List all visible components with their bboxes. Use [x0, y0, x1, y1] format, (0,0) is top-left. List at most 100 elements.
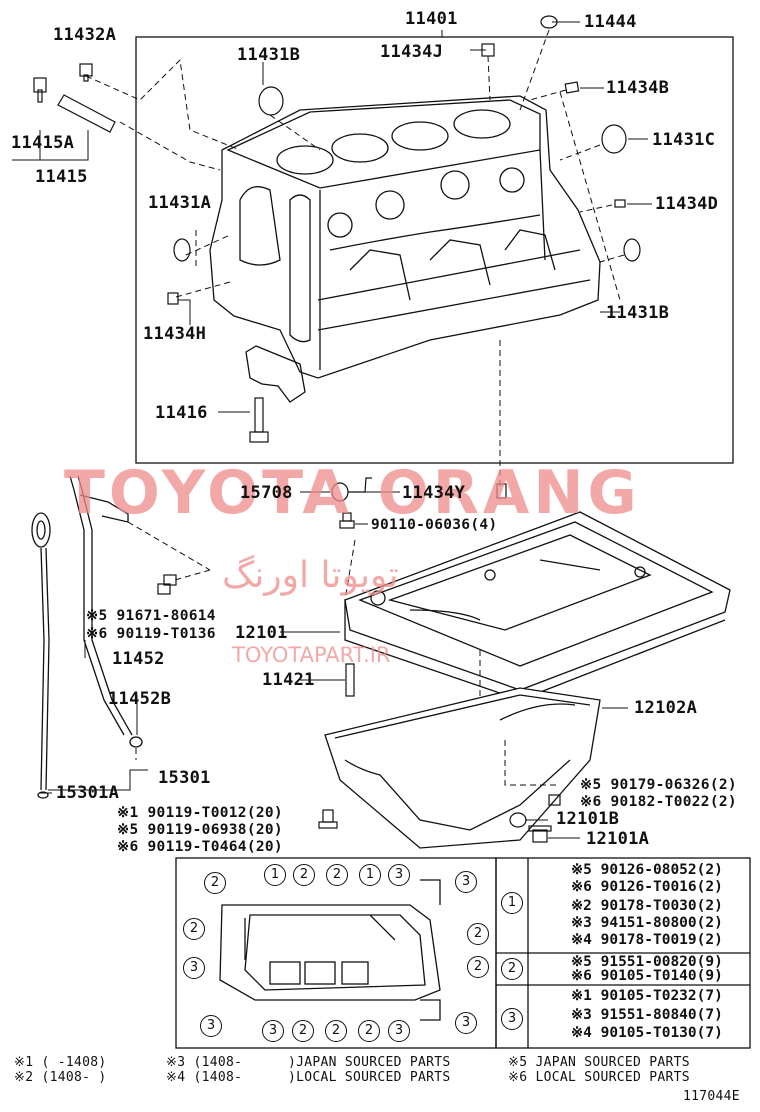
- label-12101B: 12101B: [556, 809, 620, 829]
- label-11415A: 11415A: [11, 133, 75, 153]
- engine-block-frame: [135, 36, 734, 464]
- label-12102A: 12102A: [634, 698, 698, 718]
- seal-11431A: [173, 238, 191, 262]
- label-11415: 11415: [35, 167, 88, 187]
- label-11416: 11416: [155, 403, 208, 423]
- pin-11434D: [614, 199, 626, 208]
- marker-2: 2: [183, 918, 205, 940]
- label-90182: ※6 90182-T0022(2): [580, 794, 737, 810]
- table-group1-line5: ※4 90178-T0019(2): [571, 932, 723, 948]
- oil-jet-15708: [331, 477, 372, 502]
- label-90119-06938: ※5 90119-06938(20): [117, 822, 283, 838]
- label-11431C: 11431C: [652, 130, 716, 150]
- label-11434J: 11434J: [380, 42, 444, 62]
- label-11434H: 11434H: [143, 324, 207, 344]
- table-row-id-3: 3: [501, 1008, 523, 1030]
- legend-japan: )JAPAN SOURCED PARTS: [288, 1055, 451, 1070]
- marker-3: 3: [388, 864, 410, 886]
- seal-11431B: [623, 238, 641, 262]
- dipstick-guide-11452: [69, 475, 143, 748]
- marker-2: 2: [204, 872, 226, 894]
- stud-11421: [345, 663, 355, 697]
- bearing-cap: [245, 345, 306, 403]
- watermark-persian: تویوتا اورنگ: [222, 555, 399, 596]
- label-11431B-right: 11431B: [606, 303, 670, 323]
- pin-11434H: [167, 292, 179, 305]
- marker-2: 2: [467, 923, 489, 945]
- label-90110: 90110-06036(4): [371, 517, 498, 533]
- table-group3-line3: ※4 90105-T0130(7): [571, 1025, 723, 1041]
- table-group3-line2: ※3 91551-80840(7): [571, 1007, 723, 1023]
- marker-3: 3: [262, 1020, 284, 1042]
- label-91671: ※5 91671-80614: [86, 608, 216, 624]
- marker-2: 2: [293, 864, 315, 886]
- pin-11434Y: [496, 483, 507, 499]
- marker-1: 1: [264, 864, 286, 886]
- dipstick-15301: [31, 512, 51, 799]
- label-15301: 15301: [158, 768, 211, 788]
- oil-pan-lower-12102A: [324, 687, 601, 849]
- marker-2: 2: [325, 1020, 347, 1042]
- marker-3: 3: [200, 1015, 222, 1037]
- legend-local: )LOCAL SOURCED PARTS: [288, 1070, 451, 1085]
- table-group3-line1: ※1 90105-T0232(7): [571, 988, 723, 1004]
- label-90179: ※5 90179-06326(2): [580, 777, 737, 793]
- figure-id: 117044E: [683, 1089, 740, 1104]
- label-11421: 11421: [262, 670, 315, 690]
- label-11434B: 11434B: [606, 78, 670, 98]
- legend-note-3: ※3 (1408-: [166, 1055, 243, 1070]
- table-group1-line4: ※3 94151-80800(2): [571, 915, 723, 931]
- marker-3: 3: [455, 1012, 477, 1034]
- label-11452B: 11452B: [108, 689, 172, 709]
- cylinder-block-drawing: [209, 95, 601, 379]
- label-12101: 12101: [235, 623, 288, 643]
- table-group1-line2: ※6 90126-T0016(2): [571, 879, 723, 895]
- table-row-id-2: 2: [501, 958, 523, 980]
- legend-note-1: ※1 ( -1408): [14, 1055, 107, 1070]
- table-group1-line3: ※2 90178-T0030(2): [571, 898, 723, 914]
- watermark-main: TOYOTA ORANG: [64, 458, 641, 528]
- label-11434Y: 11434Y: [402, 483, 466, 503]
- table-group1-line1: ※5 90126-08052(2): [571, 862, 723, 878]
- label-11431A: 11431A: [148, 193, 212, 213]
- legend-note-6: ※6 LOCAL SOURCED PARTS: [508, 1070, 690, 1085]
- marker-2: 2: [292, 1020, 314, 1042]
- drain-plug-12101A: [528, 825, 552, 843]
- plug-11431B-top: [258, 86, 284, 116]
- marker-2: 2: [467, 956, 489, 978]
- table-row-id-1: 1: [501, 892, 523, 914]
- label-11434D: 11434D: [655, 194, 719, 214]
- legend-note-2: ※2 (1408- ): [14, 1070, 107, 1085]
- plug-11431C: [601, 124, 627, 154]
- marker-2: 2: [326, 864, 348, 886]
- table-group2-line1: ※5 91551-00820(9): [571, 954, 723, 970]
- legend-note-5: ※5 JAPAN SOURCED PARTS: [508, 1055, 690, 1070]
- marker-1: 1: [359, 864, 381, 886]
- bolt-11416: [249, 397, 269, 443]
- label-15301A: 15301A: [56, 783, 120, 803]
- oil-pan-upper-12101: [344, 511, 731, 701]
- label-90119-t0464: ※6 90119-T0464(20): [117, 839, 283, 855]
- marker-2: 2: [358, 1020, 380, 1042]
- label-11444: 11444: [584, 12, 637, 32]
- legend-note-4: ※4 (1408-: [166, 1070, 243, 1085]
- pan-outline-plan: [219, 879, 441, 1021]
- marker-3: 3: [388, 1020, 410, 1042]
- label-11431B-top: 11431B: [237, 45, 301, 65]
- pipe-11415: [33, 63, 116, 133]
- label-90119-t0136: ※6 90119-T0136: [86, 626, 216, 642]
- table-group2-line2: ※6 90105-T0140(9): [571, 968, 723, 984]
- label-90119-t0012: ※1 90119-T0012(20): [117, 805, 283, 821]
- bolt-90119-pan: [318, 809, 338, 829]
- pin-11434B: [564, 81, 580, 94]
- bolt-90179: [548, 794, 561, 806]
- label-11401: 11401: [405, 9, 458, 29]
- label-15708: 15708: [240, 483, 293, 503]
- marker-3: 3: [455, 871, 477, 893]
- label-11432A: 11432A: [53, 25, 117, 45]
- bolt-91671: [157, 574, 177, 595]
- label-12101A: 12101A: [586, 829, 650, 849]
- label-11452: 11452: [112, 649, 165, 669]
- bolt-90110: [339, 512, 355, 529]
